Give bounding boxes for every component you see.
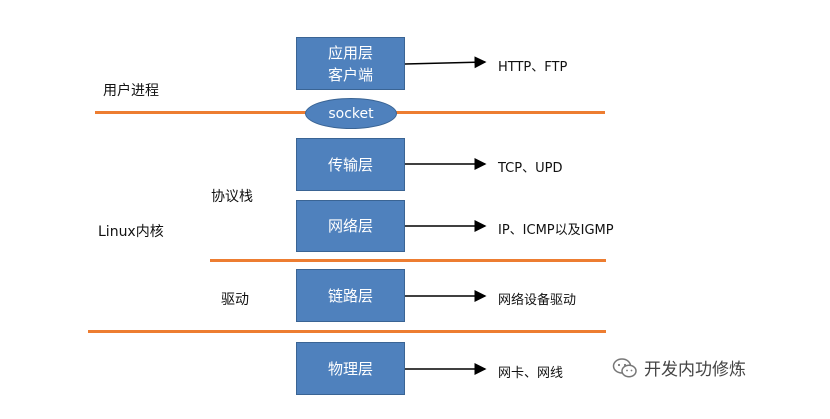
watermark: 开发内功修炼 — [612, 355, 746, 380]
network-layer-label: 网络层 — [327, 217, 373, 235]
socket-ellipse: socket — [305, 98, 397, 129]
watermark-text: 开发内功修炼 — [644, 360, 746, 380]
driver-hardware-divider — [88, 330, 606, 333]
transport-layer-label: 传输层 — [327, 155, 373, 174]
application-layer-label: 应用层 — [327, 43, 373, 62]
network-layer-box: 网络层 — [296, 200, 405, 252]
arrow-app — [404, 56, 487, 69]
stack-driver-divider — [210, 259, 606, 262]
app-protocols: HTTP、FTP — [498, 60, 568, 75]
transport-layer-box: 传输层 — [296, 138, 405, 191]
linux-kernel-label: Linux内核 — [98, 224, 164, 240]
user-process-label: 用户进程 — [103, 83, 159, 99]
physical-layer-box: 物理层 — [296, 342, 405, 395]
link-layer-label: 链路层 — [327, 286, 373, 305]
network-protocols: IP、ICMP以及IGMP — [498, 223, 614, 238]
link-layer-box: 链路层 — [296, 269, 405, 322]
client-label: 客户端 — [327, 65, 373, 84]
socket-label: socket — [328, 105, 374, 122]
application-layer-box: 应用层 客户端 — [296, 37, 405, 90]
physical-protocols: 网卡、网线 — [498, 366, 564, 381]
link-protocols: 网络设备驱动 — [498, 293, 577, 308]
wechat-icon — [612, 357, 637, 378]
physical-layer-label: 物理层 — [327, 359, 373, 378]
driver-label: 驱动 — [221, 292, 249, 308]
transport-protocols: TCP、UPD — [498, 161, 563, 176]
protocol-stack-label: 协议栈 — [211, 189, 253, 205]
